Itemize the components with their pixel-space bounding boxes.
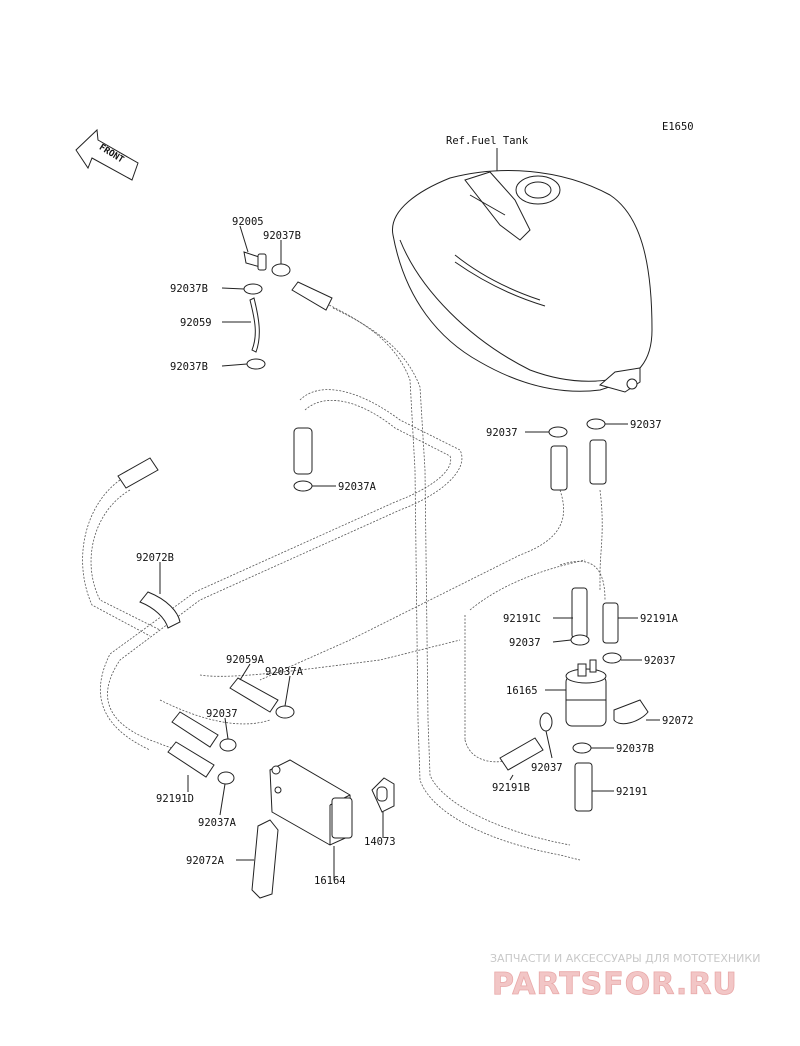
front-arrow-icon: FRONT	[75, 128, 139, 181]
watermark-tagline: ЗАПЧАСТИ И АКСЕССУАРЫ ДЛЯ МОТОТЕХНИКИ	[490, 952, 760, 965]
part-label-92072: 92072	[662, 715, 694, 727]
part-label-92037b: 92037B	[170, 361, 208, 373]
clamp	[602, 652, 622, 664]
hose-segment	[602, 602, 619, 644]
part-label-16165: 16165	[506, 685, 538, 697]
canister-illustration	[269, 759, 353, 846]
clamp	[539, 712, 553, 732]
hose-segment	[117, 457, 159, 489]
clamp	[293, 480, 313, 492]
hose-segment	[499, 737, 544, 771]
hose-segment	[249, 297, 260, 353]
clamp	[570, 634, 590, 646]
part-label-92037b: 92037B	[170, 283, 208, 295]
part-label-92191: 92191	[616, 786, 648, 798]
part-label-92037: 92037	[630, 419, 662, 431]
clamp	[572, 742, 592, 754]
part-label-16164: 16164	[314, 875, 346, 887]
part-label-92191c: 92191C	[503, 613, 541, 625]
part-label-92037: 92037	[509, 637, 541, 649]
watermark-brand: PARTSFOR.RU	[492, 967, 738, 1002]
part-label-92037b: 92037B	[263, 230, 301, 242]
part-label-92037: 92037	[644, 655, 676, 667]
hose-segment	[171, 711, 219, 748]
hose-segment	[293, 427, 313, 475]
part-label-92072b: 92072B	[136, 552, 174, 564]
front-label: FRONT	[97, 143, 126, 166]
clamp	[586, 418, 606, 430]
hose-routing	[82, 301, 606, 861]
part-label-92037: 92037	[206, 708, 238, 720]
leader-lines	[159, 225, 660, 880]
clamp	[217, 771, 235, 785]
clamp	[219, 738, 237, 752]
band	[139, 591, 181, 629]
hose-segment	[571, 587, 588, 639]
band	[251, 819, 279, 899]
breather-fitting	[243, 251, 267, 271]
part-label-92072a: 92072A	[186, 855, 225, 867]
hose-segment	[167, 741, 215, 778]
part-label-92191a: 92191A	[640, 613, 679, 625]
part-label-92037b: 92037B	[616, 743, 654, 755]
part-label-92059: 92059	[180, 317, 212, 329]
fuel-filter-illustration	[565, 659, 607, 727]
hose-segment	[574, 762, 593, 812]
hose-segment	[229, 677, 279, 713]
part-label-92191d: 92191D	[156, 793, 194, 805]
fuel-tank-illustration	[392, 170, 653, 393]
part-label-92037a: 92037A	[338, 481, 377, 493]
part-label-92037: 92037	[486, 427, 518, 439]
part-label-92037a: 92037A	[198, 817, 237, 829]
hose-segment	[550, 445, 568, 491]
clamp	[243, 283, 263, 295]
clamp	[275, 705, 295, 719]
clamp	[548, 426, 568, 438]
clamp	[246, 358, 266, 370]
part-label-14073: 14073	[364, 836, 396, 848]
diagram-code: E1650	[662, 121, 694, 133]
part-label-92191b: 92191B	[492, 782, 530, 794]
ref-fuel-tank-label: Ref.Fuel Tank	[446, 135, 529, 147]
hose-segment	[589, 439, 607, 485]
part-label-92037a: 92037A	[265, 666, 304, 678]
band	[613, 699, 649, 725]
part-label-92059a: 92059A	[226, 654, 265, 666]
hose-segment	[291, 281, 333, 311]
part-label-92005: 92005	[232, 216, 264, 228]
part-label-92037: 92037	[531, 762, 563, 774]
clamp	[271, 263, 291, 277]
